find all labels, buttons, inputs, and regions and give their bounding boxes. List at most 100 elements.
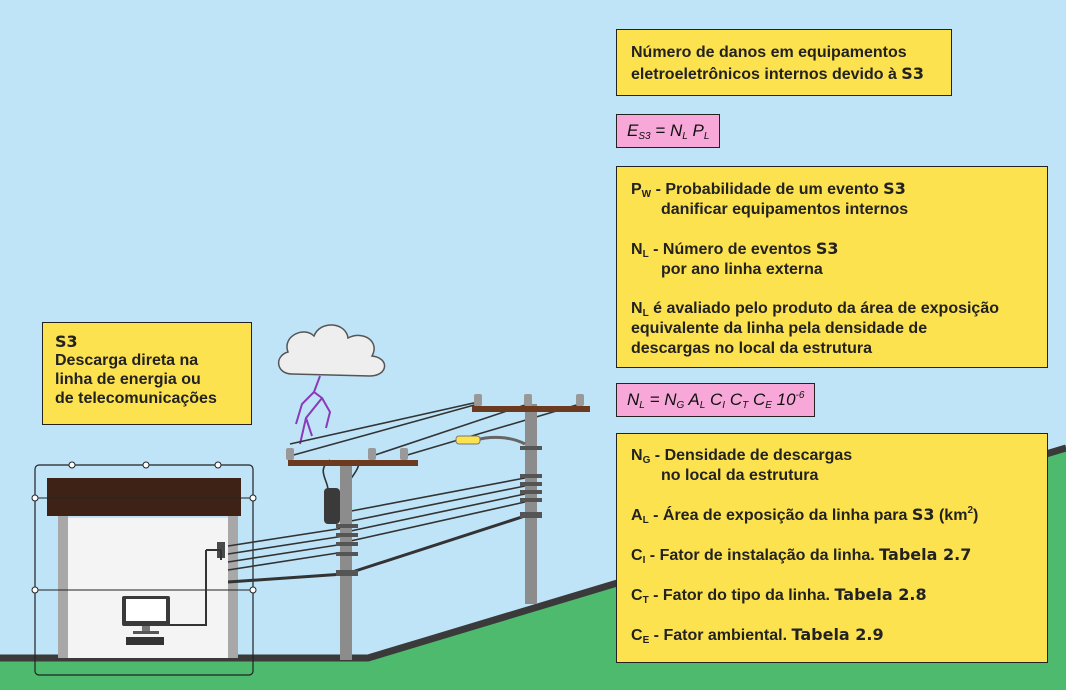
symbol: C [631, 587, 643, 604]
building [31, 461, 257, 676]
cage-node [249, 494, 257, 502]
s3-description-box: S3 Descarga direta na linha de energia o… [42, 322, 252, 425]
formula-subscript: T [742, 400, 749, 411]
cage-node [31, 586, 39, 594]
formula-subscript: L [639, 400, 645, 411]
subscript: I [642, 555, 646, 566]
computer-monitor-icon [122, 596, 170, 634]
definition-al: AL - Área de exposição da linha para S3 … [631, 505, 1033, 526]
formula-exponent: -6 [795, 390, 805, 401]
s3-code: S3 [55, 332, 78, 351]
cage-node [249, 586, 257, 594]
evaluation-line-3: descargas no local da estrutura [631, 340, 872, 357]
definition-pw: PW - Probabilidade de um evento S3 danif… [631, 179, 1033, 220]
air-terminal [214, 461, 222, 469]
definition-nl-evaluation: NL é avaliado pelo produto da área de ex… [631, 299, 1033, 359]
subscript: L [642, 515, 649, 526]
definition-text-cont: por ano linha externa [661, 261, 823, 278]
s3-line-1: Descarga direta na [55, 352, 199, 369]
symbol: C [631, 547, 643, 564]
cloud-icon [278, 324, 386, 377]
formula-subscript: I [722, 400, 726, 411]
formula-symbol: C [710, 390, 723, 409]
definition-text: - Probabilidade de um evento [651, 181, 884, 198]
formula-subscript: S3 [638, 131, 651, 142]
definitions-box-1: PW - Probabilidade de um evento S3 danif… [616, 166, 1048, 368]
formula-symbol: E [627, 121, 639, 140]
header-box: Número de danos em equipamentos eletroel… [616, 29, 952, 96]
building-roof [47, 478, 241, 516]
symbol: N [631, 241, 643, 258]
formula-symbol: C [752, 390, 766, 409]
definition-text: - Área de exposição da linha para [648, 507, 912, 524]
subscript: E [642, 635, 650, 646]
subscript: W [641, 189, 652, 200]
utility-pole-1 [286, 448, 418, 660]
utility-pole-2 [455, 394, 590, 604]
formula-power-base: 10 [776, 390, 796, 409]
definition-nl: NL - Número de eventos S3 por ano linha … [631, 239, 1033, 280]
formula-symbol: C [729, 390, 743, 409]
service-lines [227, 401, 581, 584]
header-code: S3 [901, 64, 924, 83]
definition-text: - Fator ambiental. [649, 627, 792, 644]
definition-ng: NG - Densidade de descargas no local da … [631, 446, 1033, 486]
street-lamp [455, 435, 481, 445]
definitions-box-2: NG - Densidade de descargas no local da … [616, 433, 1048, 663]
evaluation-line-2: equivalente da linha pela densidade de [631, 320, 928, 337]
table-reference: Tabela 2.9 [791, 625, 884, 644]
building-left-column [58, 510, 68, 658]
definition-ct: CT - Fator do tipo da linha. Tabela 2.8 [631, 585, 1033, 606]
table-reference: Tabela 2.8 [834, 585, 927, 604]
definition-ci: CI - Fator de instalação da linha. Tabel… [631, 545, 1033, 566]
subscript: L [642, 249, 649, 260]
formula-symbol: A [688, 390, 700, 409]
building-right-column [228, 510, 238, 658]
definition-text: - Número de eventos [648, 241, 816, 258]
formula-subscript: L [682, 131, 688, 142]
keyboard-icon [126, 637, 164, 645]
formula-es3: ES3 = NL PL [616, 114, 721, 148]
table-reference: Tabela 2.7 [879, 545, 972, 564]
s3-line-2: linha de energia ou [55, 371, 201, 388]
lightning-bolt-icon [295, 375, 332, 445]
unit-text: (km [934, 507, 968, 524]
code-s3: S3 [883, 179, 906, 198]
subscript: L [642, 308, 649, 319]
definition-ce: CE - Fator ambiental. Tabela 2.9 [631, 625, 1033, 646]
symbol: P [631, 181, 642, 198]
code-s3: S3 [911, 505, 935, 524]
definition-text: - Fator de instalação da linha. [645, 547, 880, 564]
code-s3: S3 [815, 239, 839, 258]
cage-node [31, 494, 39, 502]
definition-text-cont: danificar equipamentos internos [661, 201, 909, 218]
formula-symbol: N [669, 121, 683, 140]
unit-close: ) [973, 507, 979, 524]
symbol: C [631, 627, 643, 644]
formula-equals: = [644, 390, 665, 409]
header-line-2: eletroeletrônicos internos devido à S3 [631, 63, 937, 85]
formula-subscript: L [699, 400, 706, 411]
formula-nl: NL = NG AL CI CT CE 10-6 [616, 383, 816, 417]
definition-text: - Fator do tipo da linha. [648, 587, 835, 604]
formula-subscript: L [703, 131, 710, 142]
symbol: N [631, 300, 643, 317]
definition-text: - Densidade de descargas [650, 447, 853, 464]
subscript: G [642, 455, 651, 466]
air-terminal [68, 461, 76, 469]
formula-symbol: N [664, 390, 677, 409]
building-wall [64, 518, 232, 658]
header-line-1: Número de danos em equipamentos [631, 44, 907, 61]
symbol: N [631, 447, 643, 464]
formula-equals: = [650, 121, 670, 140]
formula-symbol: P [692, 121, 704, 140]
header-line-2-text: eletroeletrônicos internos devido à [631, 66, 902, 83]
s3-line-3: de telecomunicações [55, 390, 217, 407]
computer-cable [162, 550, 207, 626]
subscript: T [642, 595, 649, 606]
unit-exponent: 2 [967, 505, 973, 516]
formula-symbol: N [627, 390, 640, 409]
formula-subscript: E [765, 400, 772, 411]
transformer [324, 488, 340, 524]
